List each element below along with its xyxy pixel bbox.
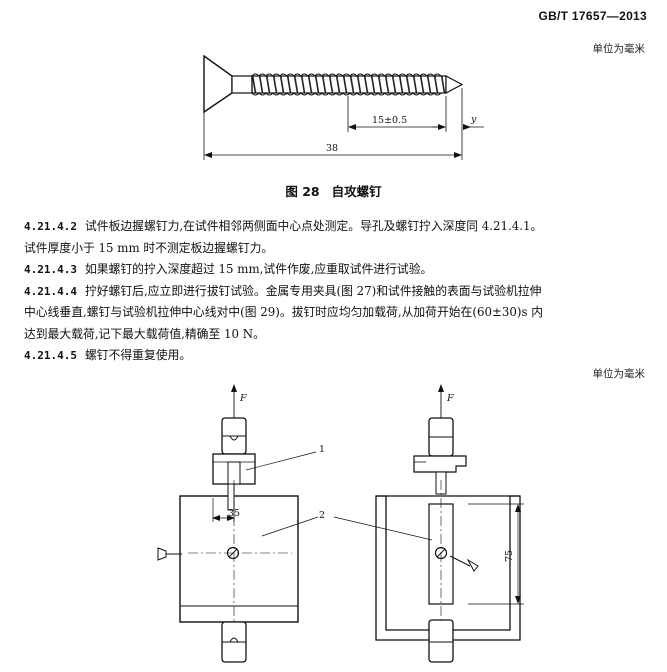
paragraph-text: 如果螺钉的拧入深度超过 15 mm,试件作废,应重取试件进行试验。: [84, 262, 433, 276]
callout-2: 2: [319, 510, 325, 521]
dim-y: y: [470, 114, 477, 125]
figure-28-title: 自攻螺钉: [331, 184, 382, 199]
figure-28-number: 图 28: [285, 184, 320, 199]
unit-label-fig28: 单位为毫米: [592, 43, 646, 55]
paragraph-text: 拧好螺钉后,应立即进行拔钉试验。金属专用夹具(图 27)和试件接触的表面与试验机…: [84, 283, 542, 298]
clause-number: 4.21.4.5: [24, 349, 77, 362]
clause-number: 4.21.4.2: [24, 220, 77, 233]
force-label-right: F: [446, 393, 454, 404]
paragraph-text: 试件板边握螺钉力,在试件相邻两侧面中心点处测定。导孔及螺钉拧入深度同 4.21.…: [84, 219, 543, 233]
dim-thread-length: 15±0.5: [372, 115, 407, 126]
dim-height: 75: [504, 550, 515, 562]
paragraph-4-21-4-2: 4.21.4.2 试件板边握螺钉力,在试件相邻两侧面中心点处测定。导孔及螺钉拧入深…: [24, 216, 649, 238]
paragraph-continuation: 达到最大载荷,记下最大载荷值,精确至 10 N。: [24, 326, 265, 341]
clause-number: 4.21.4.4: [24, 284, 77, 298]
force-label-left: F: [239, 393, 247, 404]
standard-number: GB/T 17657—2013: [538, 9, 647, 23]
unit-label-fig29: 单位为毫米: [592, 368, 646, 380]
paragraph-text: 螺钉不得重复使用。: [84, 348, 192, 362]
fixture-right: [333, 384, 524, 663]
paragraph-continuation: 试件厚度小于 15 mm 时不测定板边握螺钉力。: [24, 240, 274, 255]
paragraph-continuation: 中心线垂直,螺钉与试验机拉伸中心线对中(图 29)。拔钉时应均匀加载荷,从加荷开…: [24, 305, 544, 319]
fixture-left: [157, 384, 319, 663]
paragraph-4-21-4-5: 4.21.4.5 螺钉不得重复使用。: [24, 345, 649, 367]
paragraph-4-21-4-3: 4.21.4.3 如果螺钉的拧入深度超过 15 mm,试件作废,应重取试件进行试验…: [24, 259, 649, 281]
callout-1: 1: [319, 444, 325, 455]
figure-28-caption: 图 28 自攻螺钉: [0, 181, 667, 200]
body-text: 4.21.4.2 试件板边握螺钉力,在试件相邻两侧面中心点处测定。导孔及螺钉拧入深…: [24, 216, 649, 367]
screw-drawing: [203, 54, 484, 160]
paragraph-4-21-4-4: 4.21.4.4 拧好螺钉后,应立即进行拔钉试验。金属专用夹具(图 27)和试件接…: [24, 281, 649, 303]
dim-width: 35: [228, 508, 240, 519]
clause-number: 4.21.4.3: [24, 263, 77, 276]
dim-total-length: 38: [326, 143, 338, 154]
